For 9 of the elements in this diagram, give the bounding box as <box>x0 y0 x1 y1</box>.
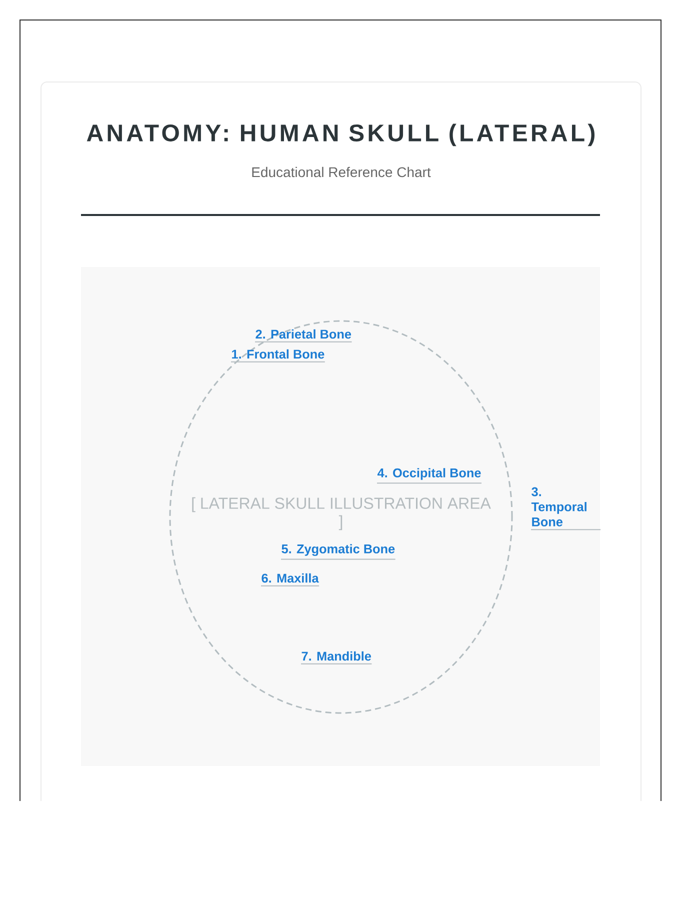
title: ANATOMY: HUMAN SKULL (LATERAL) <box>86 124 594 146</box>
callout-label: 6. Maxilla <box>260 573 320 586</box>
callout-label: 1. Frontal Bone <box>230 349 326 362</box>
callout-label: 4. Occipital Bone <box>376 468 482 484</box>
subtitle: Educational Reference Chart <box>252 166 431 178</box>
callout-label: 7. Mandible <box>300 651 372 664</box>
callout-label: 2. Parietal Bone <box>254 329 352 342</box>
callout-label: 3. Temporal Bone <box>530 487 602 530</box>
callout-label: 5. Zygomatic Bone <box>280 544 396 560</box>
